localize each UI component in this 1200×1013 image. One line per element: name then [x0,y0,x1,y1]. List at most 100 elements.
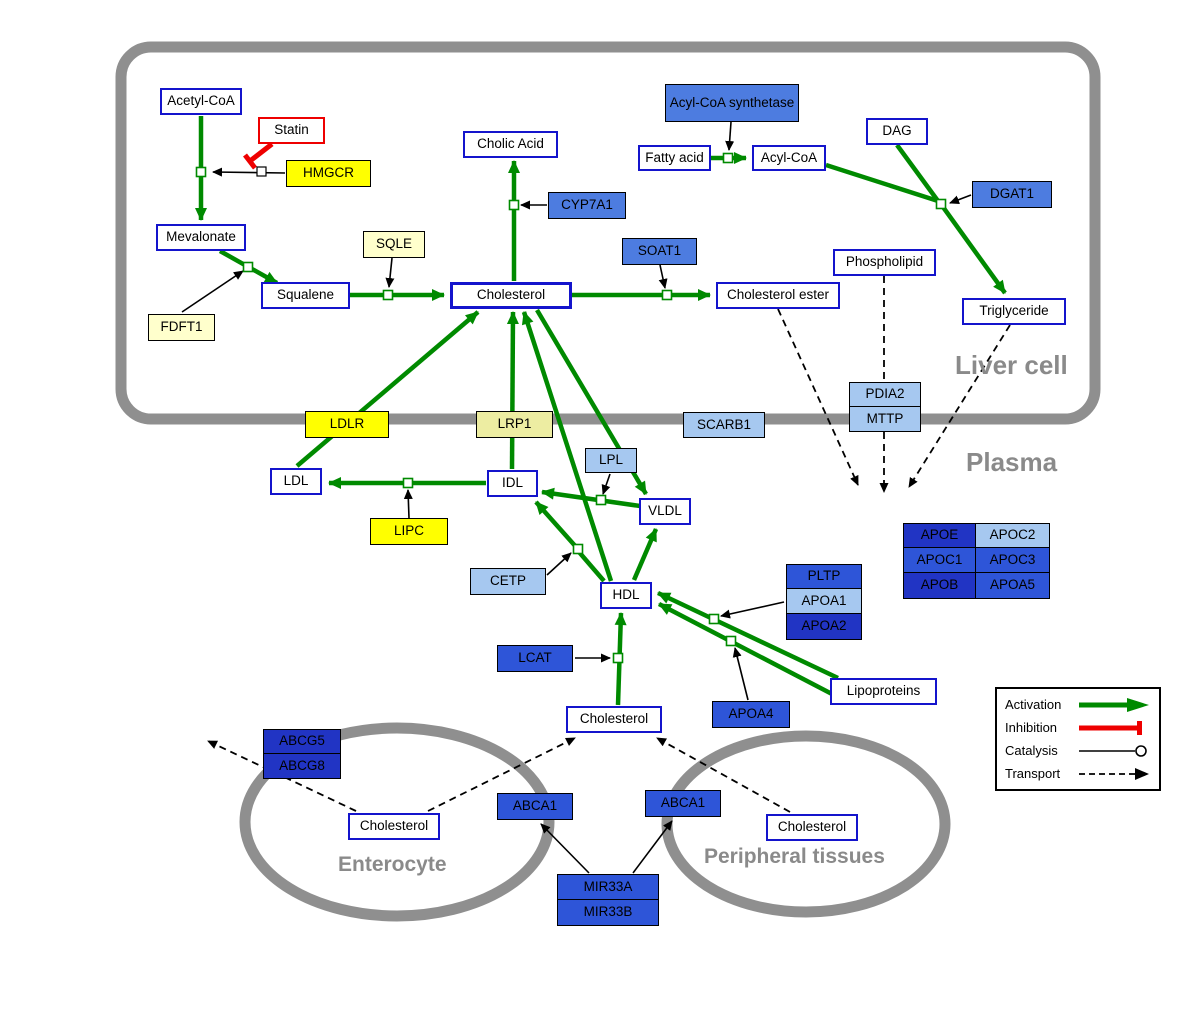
node-pltp[interactable]: PLTP [786,564,862,589]
node-lpl[interactable]: LPL [585,448,637,473]
edge-acylcoa-synthetase-catalysis [725,121,735,151]
legend-label-activation: Activation [1005,697,1062,712]
membranes [115,41,1101,922]
edge-lipoproteins-hdl-upper [657,590,839,681]
node-sqle[interactable]: SQLE [363,231,425,258]
node-cholesterol-peripheral[interactable]: Cholesterol [766,814,858,841]
node-statin[interactable]: Statin [258,117,325,144]
node-dgat1[interactable]: DGAT1 [972,181,1052,208]
edge-fdft1-catalysis [181,270,244,313]
legend-label-catalysis: Catalysis [1005,743,1058,758]
node-squalene[interactable]: Squalene [261,282,350,309]
inhibition-edges [243,142,274,170]
node-lcat[interactable]: LCAT [497,645,573,672]
node-abcg8[interactable]: ABCG8 [263,753,341,779]
inhibition-tbar-icon [1079,720,1142,735]
reaction-node-soat1 [661,289,673,301]
node-hdl[interactable]: HDL [600,582,652,609]
node-apoe[interactable]: APOE [903,523,976,548]
edge-apoa1-catalysis [720,601,785,619]
node-apoc2[interactable]: APOC2 [975,523,1050,548]
node-pdia2[interactable]: PDIA2 [849,382,921,407]
edge-dgat1-catalysis [949,194,972,205]
reaction-nodes [195,152,947,664]
reaction-node-apoa4 [725,635,737,647]
node-fdft1[interactable]: FDFT1 [148,314,215,341]
node-mttp[interactable]: MTTP [849,406,921,432]
edge-mir33-abca1-peripheral [632,820,673,874]
legend-item-activation: Activation [997,693,1159,716]
node-lrp1[interactable]: LRP1 [476,411,553,438]
node-apoa5[interactable]: APOA5 [975,572,1050,599]
transport-dashed-arrow-icon [1079,767,1149,780]
reaction-node-dgat1 [935,198,947,210]
node-abca1-peripheral[interactable]: ABCA1 [645,790,721,817]
node-abcg5[interactable]: ABCG5 [263,729,341,754]
node-apob[interactable]: APOB [903,572,976,599]
node-apoa4[interactable]: APOA4 [712,701,790,728]
node-hmgcr[interactable]: HMGCR [286,160,371,187]
edge-hdl-cetpnode [577,550,606,583]
node-acyl-coa[interactable]: Acyl-CoA [752,145,826,171]
legend-label-inhibition: Inhibition [1005,720,1058,735]
node-apoc1[interactable]: APOC1 [903,547,976,573]
reaction-node-lipc [402,477,414,489]
node-cholesterol-plasma[interactable]: Cholesterol [566,706,662,733]
node-triglyceride[interactable]: Triglyceride [962,298,1066,325]
reaction-node-lcat [612,652,624,664]
node-lipc[interactable]: LIPC [370,518,448,545]
node-ldlr[interactable]: LDLR [305,411,389,438]
reaction-node-apoa1 [708,613,720,625]
reaction-node-sqle [382,289,394,301]
node-dag[interactable]: DAG [866,118,928,145]
node-vldl[interactable]: VLDL [639,498,691,525]
catalysis-edges [181,121,972,874]
node-acetyl-coa[interactable]: Acetyl-CoA [160,88,242,115]
statin-inhibition-tbar [243,153,257,170]
edge-idl-cholesterol-via-lrp1 [506,311,519,470]
edge-dag-dgatnode [895,143,940,203]
reaction-node-fdft1 [242,261,254,273]
plasma-label: Plasma [966,447,1058,477]
node-cyp7a1[interactable]: CYP7A1 [548,192,626,219]
edge-dgatnode-triglyceride [941,205,1007,295]
node-cholesterol-enterocyte[interactable]: Cholesterol [348,813,440,840]
legend-label-transport: Transport [1005,766,1061,781]
node-abca1-enterocyte[interactable]: ABCA1 [497,793,573,820]
enterocyte-membrane [239,722,555,922]
activation-arrow-icon [1079,697,1149,712]
node-cholesterol-liver[interactable]: Cholesterol [450,282,572,309]
node-phospholipid[interactable]: Phospholipid [833,249,936,276]
node-apoa1[interactable]: APOA1 [786,588,862,614]
node-mir33a[interactable]: MIR33A [557,874,659,900]
node-cetp[interactable]: CETP [470,568,546,595]
node-cholic-acid[interactable]: Cholic Acid [463,131,558,158]
edge-apoa4-catalysis [732,647,749,701]
edge-abcg-efflux-transport [207,740,357,812]
edge-cetpnode-idl [534,500,579,550]
edge-cholesterolester-transport [777,308,859,486]
node-ldl[interactable]: LDL [270,468,322,495]
node-apoc3[interactable]: APOC3 [975,547,1050,573]
node-soat1[interactable]: SOAT1 [622,238,697,265]
liver-cell-label: Liver cell [955,350,1068,380]
edge-acylcoa-dgatnode [825,162,939,204]
edge-hdl-cholesterol [521,311,614,582]
edge-sqle-catalysis [385,257,395,288]
node-cholesterol-ester[interactable]: Cholesterol ester [716,282,840,309]
node-lipoproteins[interactable]: Lipoproteins [830,678,937,705]
catalysis-circle-icon [1079,744,1147,757]
node-mevalonate[interactable]: Mevalonate [156,224,246,251]
edge-peripheral-cholesterol-transport [656,737,791,813]
edge-soat1-catalysis [658,264,668,289]
reaction-node-hmgcr [195,166,207,178]
node-fatty-acid[interactable]: Fatty acid [638,145,711,171]
node-idl[interactable]: IDL [487,470,538,497]
node-acyl-coa-synthetase[interactable]: Acyl-CoA synthetase [665,84,799,122]
node-mir33b[interactable]: MIR33B [557,899,659,926]
node-scarb1[interactable]: SCARB1 [683,412,765,438]
legend: Activation Inhibition Catalysis Transpor… [995,687,1161,791]
node-apoa2[interactable]: APOA2 [786,613,862,640]
legend-item-inhibition: Inhibition [997,716,1159,739]
